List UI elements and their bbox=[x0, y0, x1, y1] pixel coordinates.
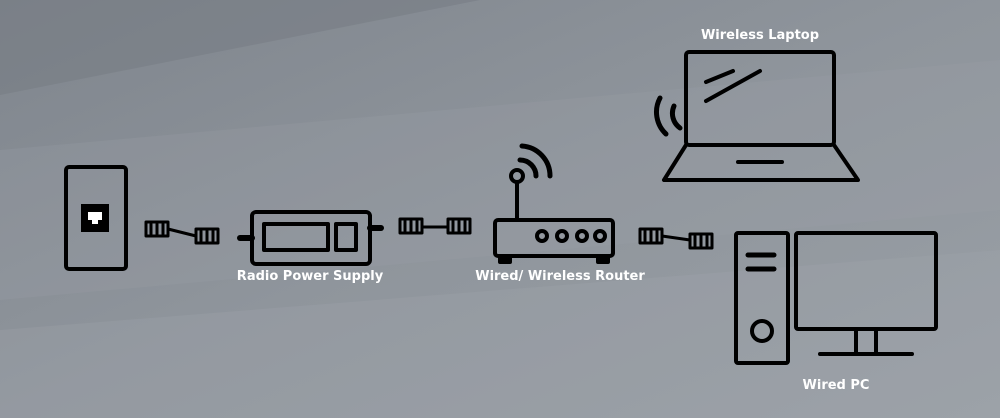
ethernet-cable-icon bbox=[144, 220, 220, 245]
router-label: Wired/ Wireless Router bbox=[475, 269, 645, 284]
laptop-icon bbox=[654, 50, 860, 182]
ethernet-wall-jack-icon bbox=[64, 165, 128, 271]
desktop-pc-icon bbox=[734, 231, 938, 365]
power-supply-label: Radio Power Supply bbox=[236, 269, 384, 284]
ethernet-cable-icon bbox=[398, 217, 472, 235]
laptop-label: Wireless Laptop bbox=[700, 28, 820, 43]
power-supply-icon bbox=[237, 210, 384, 266]
ethernet-cable-icon bbox=[638, 227, 714, 250]
pc-label: Wired PC bbox=[802, 378, 870, 393]
router-icon bbox=[493, 143, 615, 264]
